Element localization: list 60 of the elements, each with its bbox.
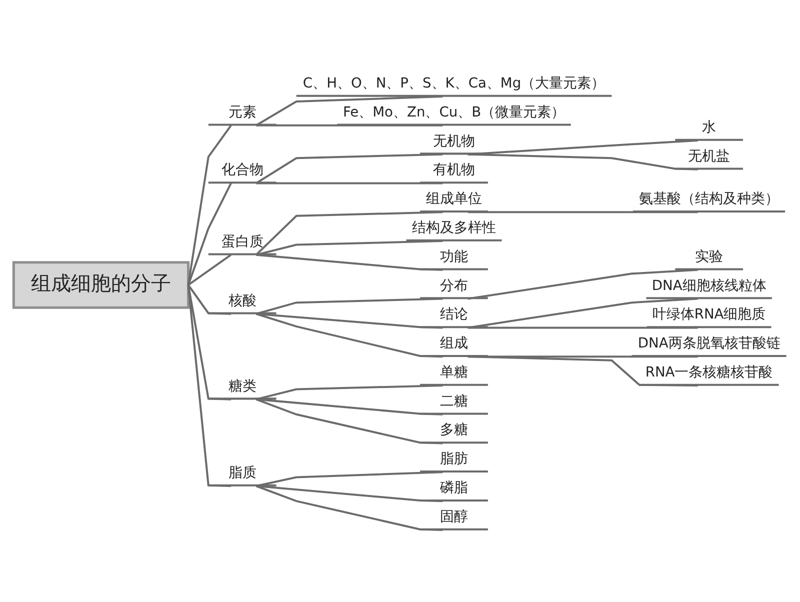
connector <box>187 124 232 286</box>
connector <box>187 182 232 286</box>
node-text: 固醇 <box>440 508 468 525</box>
node-text: 脂质 <box>228 464 256 481</box>
connector <box>468 153 698 170</box>
node-text: 叶绿体RNA细胞质 <box>652 306 766 323</box>
connector <box>468 211 698 214</box>
connector <box>256 471 443 487</box>
connector <box>256 312 443 329</box>
node-text: 无机物 <box>433 133 476 150</box>
node-text: 脂肪 <box>440 451 468 468</box>
connector <box>256 485 443 531</box>
connector <box>468 356 698 386</box>
node-text: DNA两条脱氧核苷酸链 <box>638 336 780 352</box>
connector <box>256 384 443 400</box>
node-text: 糖类 <box>228 378 256 394</box>
node-text: 元素 <box>228 104 256 120</box>
connector <box>468 140 698 156</box>
node-text: 实验 <box>695 248 724 265</box>
connector <box>256 240 443 256</box>
node-text: 功能 <box>440 248 468 265</box>
connector <box>256 398 443 416</box>
connector <box>256 312 443 358</box>
node-text: 有机物 <box>433 162 476 178</box>
node-text: 核酸 <box>228 292 256 309</box>
connector <box>188 254 232 286</box>
node-text: 分布 <box>440 278 468 294</box>
node-text: 组成单位 <box>426 191 482 208</box>
connector <box>256 96 443 126</box>
node-text: 水 <box>702 119 716 136</box>
node-text: 蛋白质 <box>221 234 264 250</box>
node-text: Fe、Mo、Zn、Cu、B（微量元素） <box>342 104 566 120</box>
connector <box>256 153 443 184</box>
connector <box>468 326 698 329</box>
node-text: 结论 <box>440 306 468 323</box>
connector <box>187 284 232 487</box>
node-text: DNA细胞核线粒体 <box>652 278 766 294</box>
connector <box>256 124 443 126</box>
node-text: RNA一条核糖核苷酸 <box>645 364 773 380</box>
node-text: C、H、O、N、P、S、K、Ca、Mg（大量元素） <box>302 75 606 92</box>
connector <box>255 211 443 256</box>
node-text: 氨基酸（结构及种类） <box>639 191 780 208</box>
connector <box>187 284 232 400</box>
node-text: 二糖 <box>440 393 468 410</box>
connector <box>256 398 443 444</box>
node-text: 化合物 <box>221 162 264 178</box>
node-text: 单糖 <box>440 364 468 380</box>
connector <box>256 254 443 271</box>
node-text: 无机盐 <box>688 148 730 164</box>
node-text: 组成 <box>440 336 468 352</box>
node-box: 组成细胞的分子 <box>12 261 190 309</box>
connector <box>468 268 698 300</box>
connector <box>468 298 698 329</box>
node-text: 多糖 <box>440 422 468 438</box>
connector <box>256 485 443 502</box>
node-text: 磷脂 <box>440 480 468 496</box>
connector <box>256 182 443 184</box>
connector <box>256 298 443 315</box>
node-text: 结构及多样性 <box>412 220 496 236</box>
connector <box>187 284 232 315</box>
